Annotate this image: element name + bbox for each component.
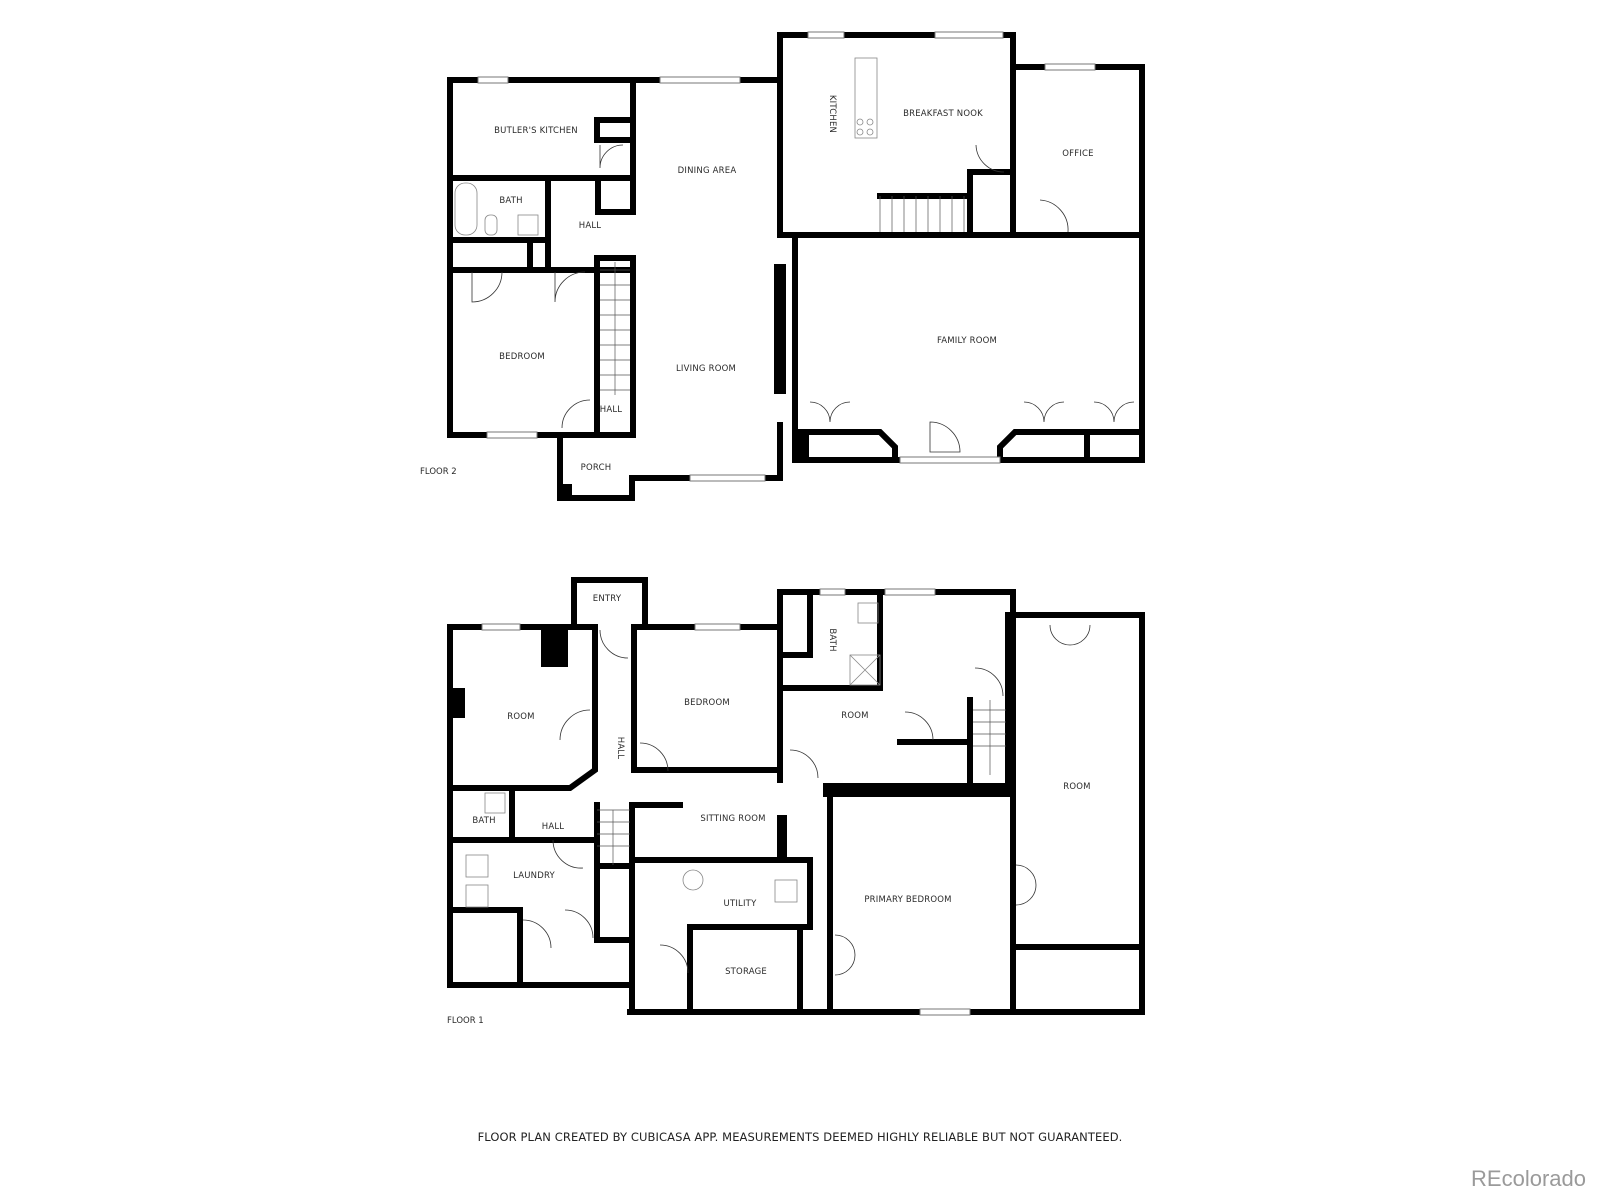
room-label-living-room: LIVING ROOM — [675, 364, 737, 374]
room-label-bedroom-floor1: BEDROOM — [684, 698, 730, 708]
room-label-room-east: ROOM — [1063, 782, 1091, 792]
room-label-laundry: LAUNDRY — [513, 871, 555, 881]
door-swings — [471, 144, 1135, 976]
room-label-butlers-kitchen: BUTLER'S KITCHEN — [494, 126, 578, 136]
room-label-hall-lower: HALL — [599, 405, 623, 415]
stairs — [597, 196, 1006, 865]
floor-1-walls — [447, 577, 1145, 1015]
room-label-utility: UTILITY — [723, 899, 757, 909]
room-label-bath-east: BATH — [827, 628, 837, 652]
fixtures — [454, 57, 881, 908]
room-label-dining-area: DINING AREA — [677, 166, 737, 176]
room-label-hall-upper: HALL — [578, 221, 602, 231]
floor-1-label: FLOOR 1 — [447, 1016, 484, 1026]
room-label-storage: STORAGE — [725, 967, 767, 977]
room-label-family-room: FAMILY ROOM — [936, 336, 998, 346]
room-label-breakfast-nook: BREAKFAST NOOK — [903, 109, 983, 119]
room-label-sitting-room: SITTING ROOM — [700, 814, 766, 824]
room-label-office: OFFICE — [1062, 149, 1094, 159]
room-label-porch: PORCH — [580, 463, 612, 473]
brand-watermark: REcolorado — [1471, 1166, 1586, 1191]
room-label-room-center: ROOM — [841, 711, 869, 721]
room-label-hall: HALL — [541, 822, 565, 832]
room-label-room-west: ROOM — [507, 712, 535, 722]
room-label-bedroom-floor2: BEDROOM — [499, 352, 545, 362]
floor-2-walls — [447, 32, 1145, 501]
room-label-hall-vertical: HALL — [615, 736, 625, 760]
floor-2-label: FLOOR 2 — [420, 467, 457, 477]
disclaimer-text: FLOOR PLAN CREATED BY CUBICASA APP. MEAS… — [477, 1130, 1123, 1144]
solid-blocks — [450, 430, 809, 718]
windows — [477, 31, 1096, 1016]
room-label-kitchen: KITCHEN — [827, 94, 837, 134]
room-label-entry: ENTRY — [592, 594, 622, 604]
room-label-bath-west: BATH — [472, 816, 496, 826]
room-label-primary-bedroom: PRIMARY BEDROOM — [864, 895, 952, 905]
room-label-bath-floor2: BATH — [499, 196, 523, 206]
